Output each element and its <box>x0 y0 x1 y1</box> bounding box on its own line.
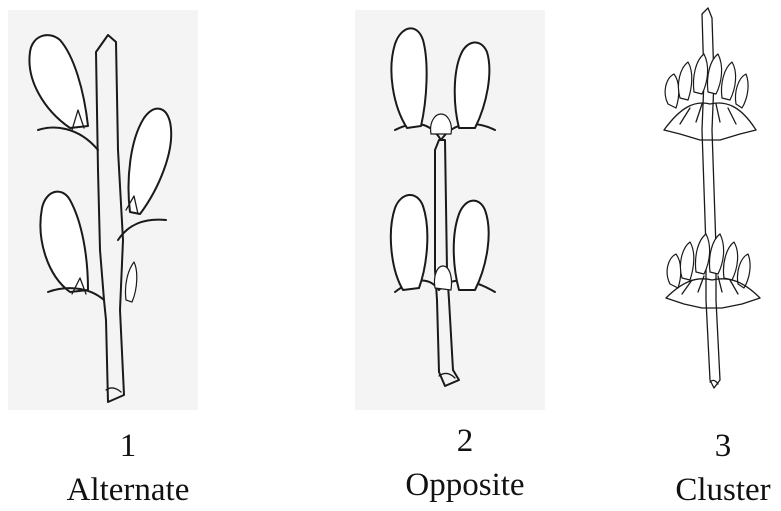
caption-alternate: 1 Alternate <box>48 430 208 507</box>
caption-cluster: 3 Cluster <box>664 430 781 507</box>
caption-opposite: 2 Opposite <box>390 425 540 502</box>
paper-background <box>355 10 545 410</box>
leaf-lower-left <box>391 195 428 290</box>
panel-number: 3 <box>664 430 781 474</box>
panel-number: 2 <box>390 425 540 469</box>
panel-number: 1 <box>48 430 208 474</box>
alternate-leaf-illustration <box>8 0 198 420</box>
panel-label: Cluster <box>664 474 781 507</box>
panel-label: Opposite <box>390 469 540 502</box>
upper-leaf-cluster <box>664 54 756 140</box>
opposite-leaf-drawing <box>355 0 545 420</box>
cluster-leaf-drawing <box>650 0 780 420</box>
lower-axillary-bud <box>434 266 451 290</box>
lower-leaf-cluster <box>666 234 760 308</box>
panel-label: Alternate <box>48 474 208 507</box>
alternate-leaf-drawing <box>8 0 198 420</box>
opposite-leaf-illustration <box>355 0 545 420</box>
cluster-leaf-illustration <box>650 0 780 420</box>
